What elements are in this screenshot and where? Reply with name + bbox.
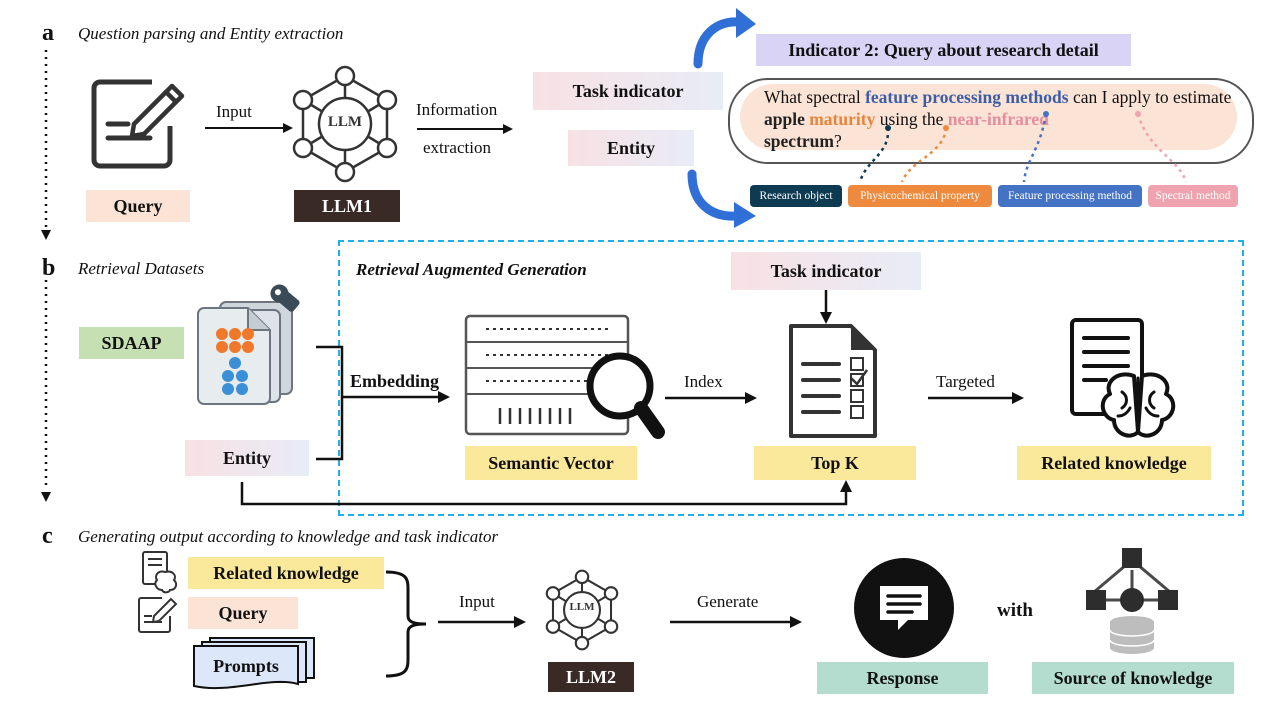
sdaap-label: SDAAP bbox=[79, 327, 184, 359]
info-extraction-label-2: extraction bbox=[423, 138, 491, 157]
small-query-icon bbox=[138, 597, 178, 633]
embedding-label: Embedding bbox=[350, 371, 440, 391]
llm2-network-icon bbox=[545, 569, 619, 651]
tag-connectors bbox=[858, 111, 1188, 183]
query-label: Query bbox=[86, 190, 190, 222]
question-highlight-feature: feature processing methods bbox=[865, 87, 1069, 107]
llm2-icon-text: LLM bbox=[569, 601, 595, 613]
semantic-vector-label: Semantic Vector bbox=[465, 446, 637, 480]
panel-a-letter: a bbox=[42, 20, 54, 46]
task-indicator-b-label: Task indicator bbox=[731, 252, 921, 290]
dataset-stack-icon bbox=[197, 284, 300, 405]
question-highlight-maturity: maturity bbox=[809, 109, 876, 129]
question-bubble-fill bbox=[740, 84, 1237, 150]
related-knowledge-c-label: Related knowledge bbox=[188, 557, 384, 589]
rag-title: Retrieval Augmented Generation bbox=[356, 260, 587, 279]
response-label: Response bbox=[817, 662, 988, 694]
task-indicator-down-arrow bbox=[820, 290, 832, 324]
entity-label: Entity bbox=[568, 130, 694, 166]
source-knowledge-label: Source of knowledge bbox=[1032, 662, 1234, 694]
input-c-arrow bbox=[438, 616, 526, 628]
question-part: What spectral bbox=[764, 87, 866, 107]
llm1-icon-text: LLM bbox=[327, 114, 363, 130]
index-arrow bbox=[665, 392, 757, 404]
generate-arrow bbox=[670, 616, 802, 628]
left-dotted-flow bbox=[41, 50, 51, 502]
source-knowledge-icon bbox=[1086, 548, 1178, 654]
rag-box bbox=[338, 240, 1244, 516]
panel-c-title: Generating output according to knowledge… bbox=[78, 527, 499, 546]
related-knowledge-b-label: Related knowledge bbox=[1017, 446, 1211, 480]
inputs-bracket bbox=[385, 570, 427, 678]
semantic-vector-icon bbox=[464, 314, 665, 439]
topk-label: Top K bbox=[754, 446, 916, 480]
embedding-connector bbox=[316, 345, 450, 461]
prompts-stack-icon bbox=[193, 637, 315, 690]
llm2-label: LLM2 bbox=[548, 662, 634, 692]
topk-checklist-icon bbox=[789, 324, 877, 438]
curved-arrow-bottom-icon bbox=[687, 169, 756, 228]
panel-b-title: Retrieval Datasets bbox=[78, 259, 205, 278]
small-knowledge-icon bbox=[142, 551, 178, 594]
llm1-label: LLM1 bbox=[294, 190, 400, 222]
response-chat-icon bbox=[854, 558, 954, 658]
panel-a-title: Question parsing and Entity extraction bbox=[78, 24, 344, 43]
generate-label: Generate bbox=[697, 592, 759, 611]
targeted-arrow bbox=[928, 392, 1024, 404]
entity-b-label: Entity bbox=[185, 440, 309, 476]
panel-c-letter: c bbox=[42, 523, 53, 549]
question-part: using the bbox=[875, 109, 948, 129]
panel-b-letter: b bbox=[42, 255, 56, 281]
input-c-label: Input bbox=[459, 592, 495, 611]
curved-arrow-top-icon bbox=[693, 8, 756, 69]
query-document-icon bbox=[91, 79, 185, 169]
tag-feature-processing-method: Feature processing method bbox=[998, 185, 1142, 207]
task-indicator-label: Task indicator bbox=[533, 72, 723, 110]
tag-spectral-method: Spectral method bbox=[1148, 185, 1238, 207]
indicator-2-title: Indicator 2: Query about research detail bbox=[756, 34, 1131, 66]
llm-network-icon bbox=[292, 65, 398, 183]
question-text: What spectral feature processing methods… bbox=[764, 86, 1234, 152]
info-extraction-label-1: Information bbox=[416, 100, 498, 119]
question-highlight-apple: apple bbox=[764, 109, 805, 129]
question-part: ? bbox=[833, 131, 842, 151]
tag-physicochemical-property: Physicochemical property bbox=[848, 185, 992, 207]
index-label: Index bbox=[684, 372, 723, 391]
prompts-label: Prompts bbox=[213, 656, 279, 676]
entity-to-topk-arrow bbox=[240, 480, 852, 506]
question-highlight-spectrum: spectrum bbox=[764, 131, 834, 151]
tag-research-object: Research object bbox=[750, 185, 842, 207]
question-part: can I apply to estimate bbox=[1068, 87, 1232, 107]
input-arrow-label: Input bbox=[216, 102, 252, 121]
question-highlight-nir: near-infrared bbox=[947, 109, 1049, 129]
query-c-label: Query bbox=[188, 597, 298, 629]
input-arrow bbox=[205, 123, 293, 133]
with-text: with bbox=[997, 600, 1033, 621]
related-knowledge-icon bbox=[1070, 318, 1176, 438]
targeted-label: Targeted bbox=[936, 372, 995, 391]
info-extraction-arrow bbox=[417, 124, 513, 134]
